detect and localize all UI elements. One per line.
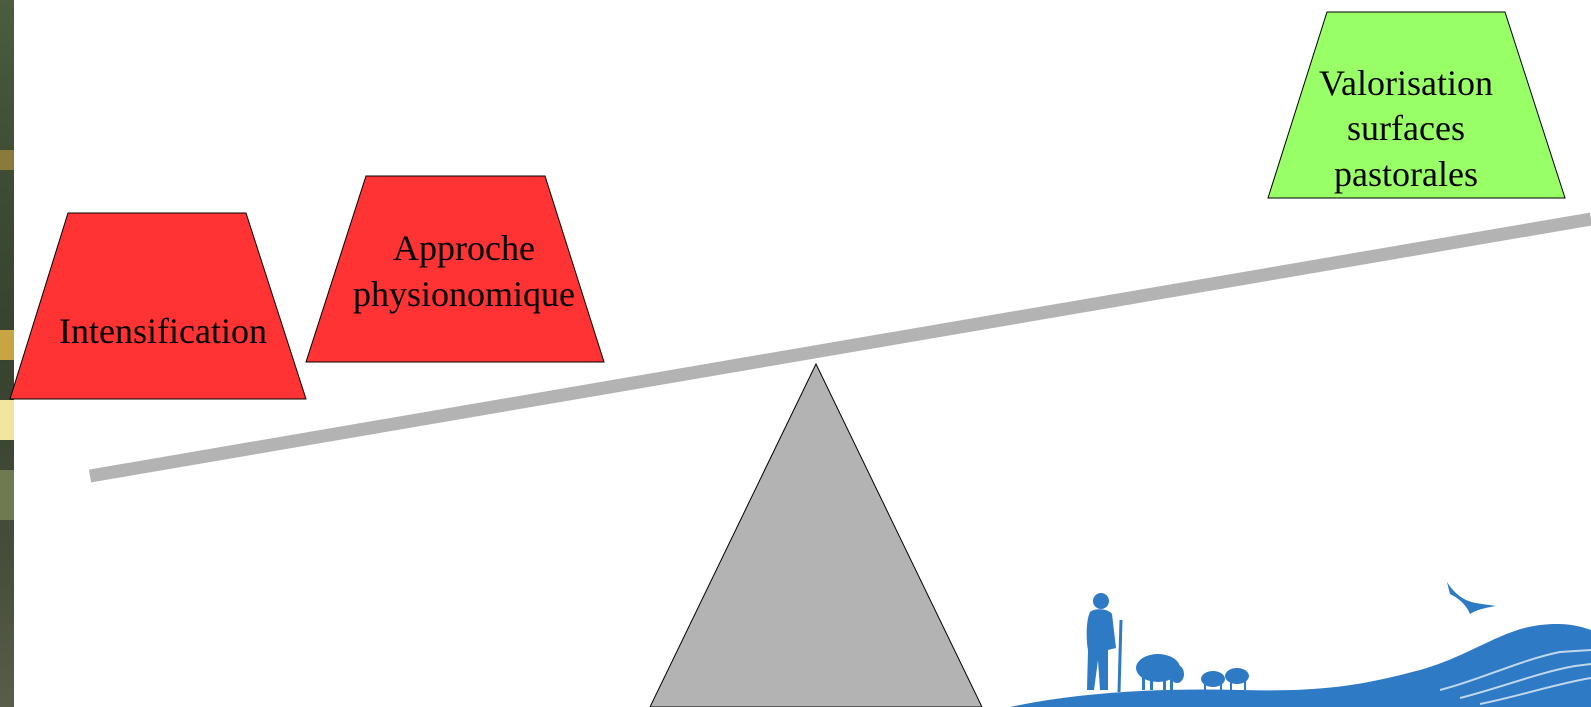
weight-label-line-2: surfaces bbox=[1347, 108, 1465, 148]
background-photo-strip bbox=[0, 0, 14, 707]
weight-trapezoid bbox=[305, 175, 605, 363]
weight-trapezoid bbox=[9, 212, 307, 400]
weight-label-line-2: physionomique bbox=[353, 274, 575, 314]
weight-label-line-1: Approche bbox=[393, 228, 535, 268]
weight-label: Intensification bbox=[59, 311, 267, 351]
weight-label-line-3: pastorales bbox=[1334, 154, 1478, 194]
hills-graphic bbox=[1010, 623, 1591, 707]
bird-figure bbox=[1447, 582, 1496, 614]
sheep-figure bbox=[1201, 668, 1249, 692]
weight-trapezoid bbox=[1267, 11, 1566, 199]
sheep-figure bbox=[1136, 654, 1184, 690]
left-weight-intensification: Intensification bbox=[9, 212, 307, 400]
shepherd-figure bbox=[1086, 593, 1123, 693]
left-weight-approche-physionomique: Approche physionomique bbox=[305, 175, 605, 363]
balance-beam bbox=[88, 212, 1591, 483]
right-weight-valorisation: Valorisation surfaces pastorales bbox=[1267, 11, 1566, 199]
weight-label-line-1: Valorisation bbox=[1319, 63, 1493, 103]
fulcrum bbox=[649, 362, 983, 707]
pastoral-illustration bbox=[1010, 582, 1591, 707]
